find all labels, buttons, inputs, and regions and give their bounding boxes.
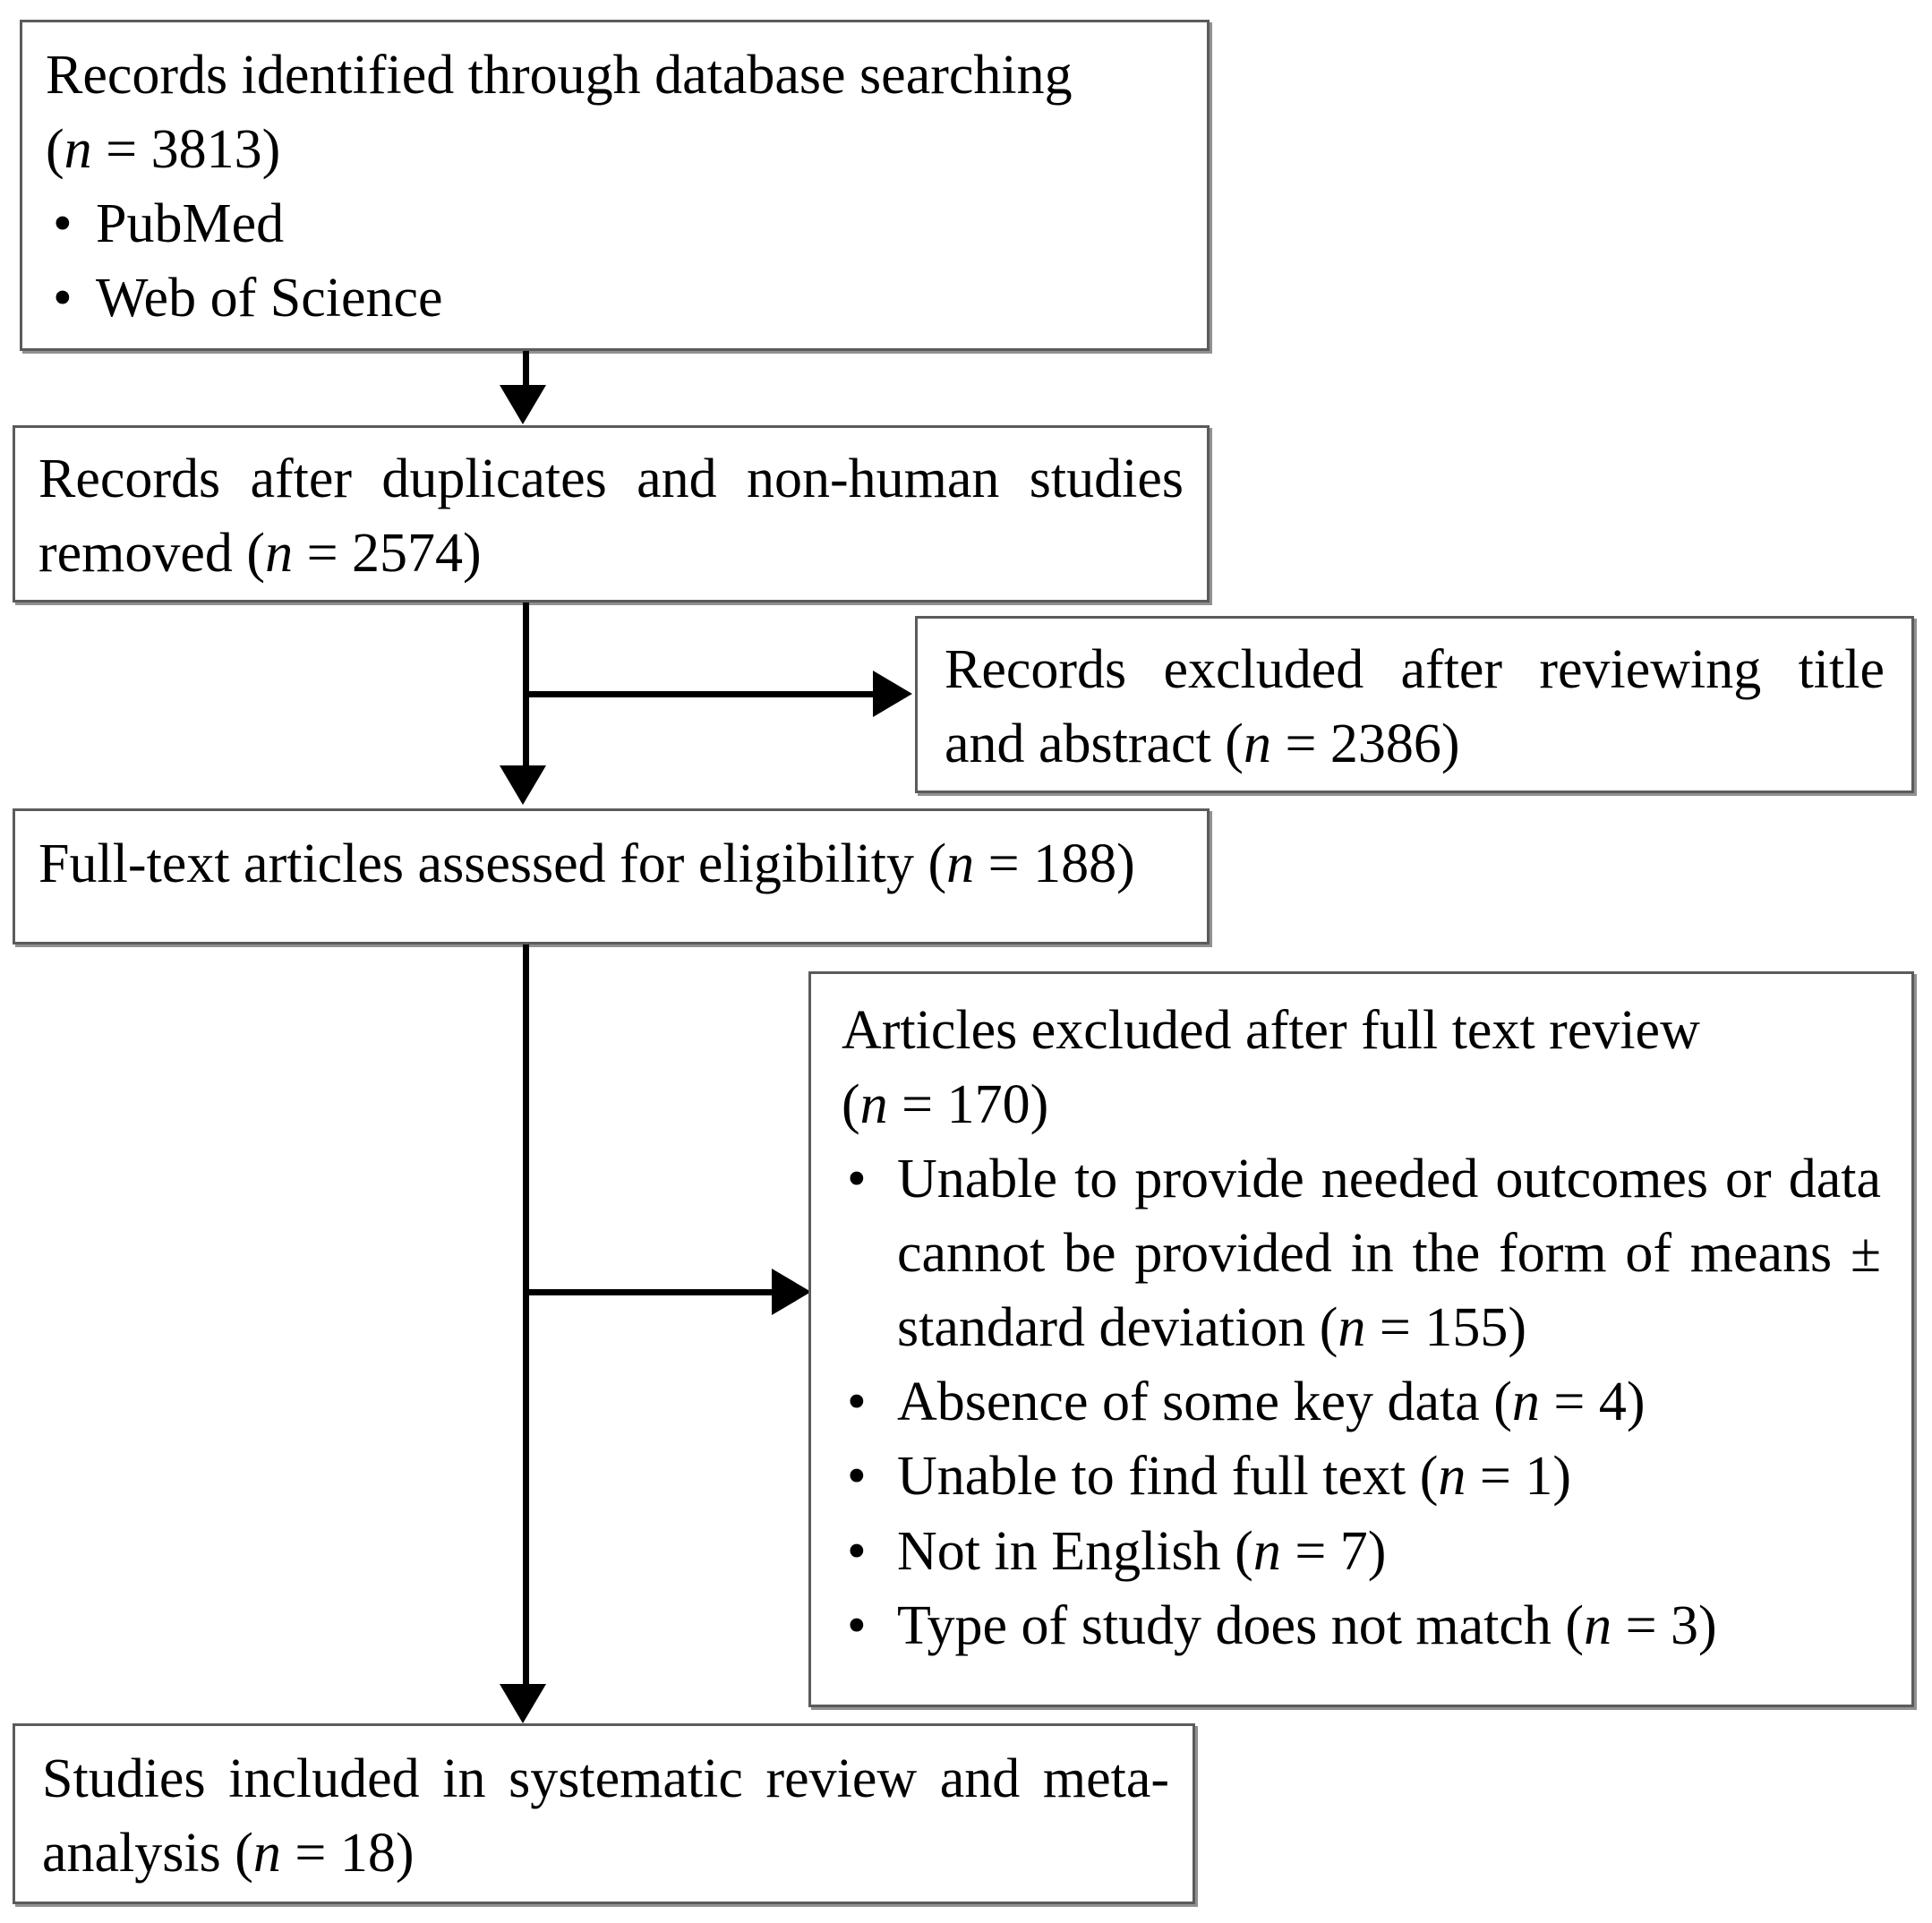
records-after-duplicates-text: Records after duplicates and non-human s… — [38, 442, 1184, 591]
paren-open: ( — [842, 1074, 860, 1136]
text-before: Unable to provide needed outcomes or dat… — [897, 1149, 1881, 1359]
n-italic: n — [859, 1074, 888, 1136]
count-value: = 3813) — [91, 119, 281, 181]
arrowhead-trunk-to-fulltext — [500, 765, 546, 805]
n-italic: n — [1511, 1372, 1540, 1433]
connector-trunk-deduplicated-to-fulltext — [523, 603, 529, 771]
list-item-no-full-text: Unable to find full text (n = 1) — [842, 1440, 1881, 1514]
list-item-no-outcomes: Unable to provide needed outcomes or dat… — [842, 1142, 1881, 1365]
n-italic: n — [1438, 1446, 1466, 1508]
list-item-study-type: Type of study does not match (n = 3) — [842, 1589, 1881, 1663]
full-text-assessed-text: Full-text articles assessed for eligibil… — [38, 827, 1184, 902]
arrowhead-to-excluded-title-abstract — [873, 671, 912, 717]
studies-included-text: Studies included in systematic review an… — [42, 1742, 1169, 1891]
list-item-absence-key-data: Absence of some key data (n = 4) — [842, 1365, 1881, 1440]
text-before: Not in English ( — [897, 1520, 1253, 1582]
text-before: Records excluded after reviewing title a… — [945, 639, 1885, 775]
text-before: Type of study does not match ( — [897, 1594, 1585, 1656]
records-identified-line1: Records identified through database sear… — [46, 45, 1073, 106]
n-italic: n — [64, 119, 92, 181]
records-identified-box: Records identified through database sear… — [20, 20, 1210, 351]
exclusion-reason-list: Unable to provide needed outcomes or dat… — [842, 1142, 1881, 1663]
text-after: = 18) — [280, 1823, 415, 1885]
text-before: Unable to find full text ( — [897, 1446, 1439, 1508]
database-list: PubMed Web of Science — [46, 187, 1184, 336]
text-before: Records after duplicates and non-human s… — [38, 449, 1184, 585]
text-after: = 1) — [1466, 1446, 1571, 1508]
text-after: = 4) — [1539, 1372, 1646, 1433]
text-after: = 188) — [974, 833, 1135, 894]
arrowhead-identified-to-deduplicated — [500, 385, 546, 424]
connector-branch-to-excluded-full-text — [523, 1289, 782, 1295]
records-excluded-title-abstract-text: Records excluded after reviewing title a… — [945, 633, 1885, 782]
n-italic: n — [1252, 1520, 1281, 1582]
list-item-not-english: Not in English (n = 7) — [842, 1515, 1881, 1589]
n-italic: n — [252, 1823, 281, 1885]
articles-excluded-heading: Articles excluded after full text review — [842, 1000, 1700, 1061]
connector-trunk-fulltext-to-included — [523, 944, 529, 1688]
text-after: = 2386) — [1270, 714, 1460, 775]
text-before: Absence of some key data ( — [897, 1372, 1512, 1433]
n-italic: n — [1338, 1297, 1366, 1359]
text-before: Full-text articles assessed for eligibil… — [38, 833, 947, 894]
text-after: = 7) — [1280, 1520, 1387, 1582]
paren-open: ( — [46, 119, 64, 181]
arrowhead-trunk-to-included — [500, 1684, 546, 1723]
n-italic: n — [265, 523, 294, 585]
count-value: = 170) — [887, 1074, 1049, 1136]
records-identified-count: (n = 3813) — [46, 113, 1184, 187]
text-after: = 3) — [1611, 1594, 1717, 1656]
list-item-web-of-science: Web of Science — [46, 261, 1184, 336]
connector-identified-to-deduplicated — [523, 351, 529, 392]
n-italic: n — [946, 833, 975, 894]
n-italic: n — [1584, 1594, 1612, 1656]
text-before: Studies included in systematic review an… — [42, 1748, 1169, 1885]
text-after: = 2574) — [293, 523, 482, 585]
list-item-pubmed: PubMed — [46, 187, 1184, 261]
studies-included-box: Studies included in systematic review an… — [13, 1723, 1195, 1904]
text-after: = 155) — [1365, 1297, 1527, 1359]
n-italic: n — [1243, 714, 1271, 775]
articles-excluded-full-text-box: Articles excluded after full text review… — [808, 971, 1914, 1707]
records-excluded-title-abstract-box: Records excluded after reviewing title a… — [915, 616, 1914, 793]
full-text-assessed-box: Full-text articles assessed for eligibil… — [13, 808, 1210, 944]
articles-excluded-count: (n = 170) — [842, 1068, 1881, 1142]
arrowhead-to-excluded-full-text — [772, 1269, 811, 1315]
records-after-duplicates-box: Records after duplicates and non-human s… — [13, 425, 1210, 603]
connector-branch-to-excluded-title-abstract — [523, 691, 881, 697]
